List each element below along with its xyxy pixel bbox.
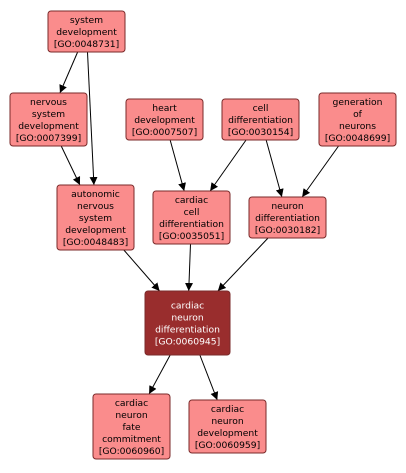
edge-nervous_system_development-to-autonomic_nervous_system_development	[60, 145, 81, 186]
node-box	[318, 92, 397, 147]
node-label-line: development	[65, 225, 126, 236]
edge-neuron_differentiation-to-cardiac_neuron_differentiation	[217, 237, 269, 292]
edge-line	[185, 243, 194, 292]
node-label-line: nervous	[30, 97, 67, 108]
edge-line	[59, 51, 79, 94]
node-go-id: [GO:0048731]	[54, 39, 119, 50]
edge-line	[199, 354, 219, 401]
node-go-id: [GO:0048699]	[325, 133, 390, 144]
edge-autonomic_nervous_system_development-to-cardiac_neuron_differentiation	[123, 249, 160, 292]
node-label-line: development	[18, 121, 79, 132]
edge-line	[265, 139, 284, 198]
edge-line	[209, 139, 247, 192]
node-go-id: [GO:0035051]	[159, 231, 224, 242]
node-label-line: heart	[152, 103, 177, 114]
edge-line	[169, 139, 186, 192]
node-go-id: [GO:0060959]	[195, 440, 260, 451]
node-label-line: development	[56, 27, 117, 38]
node-label-line: differentiation	[228, 115, 293, 126]
node-go-id: [GO:0007399]	[16, 133, 81, 144]
node-label-line: cardiac	[171, 300, 204, 311]
edge-cardiac_neuron_differentiation-to-cardiac_neuron_fate_commitment	[148, 354, 171, 395]
node-go-id: [GO:0007507]	[132, 127, 197, 138]
node-label-line: cell	[184, 207, 200, 218]
edge-cell_differentiation-to-neuron_differentiation	[265, 139, 284, 198]
node-box	[248, 196, 327, 239]
node-label-line: cell	[253, 103, 269, 114]
node-box	[152, 190, 231, 245]
node-label-line: development	[134, 115, 195, 126]
node-label-line: autonomic	[71, 189, 120, 200]
node-label-line: differentiation	[155, 324, 220, 335]
node-box	[188, 399, 267, 454]
node-label-line: system	[32, 109, 65, 120]
node-go-id: [GO:0030154]	[228, 127, 293, 138]
node-label-line: of	[353, 109, 363, 120]
nodes-layer: systemdevelopment[GO:0048731]nervoussyst…	[9, 10, 397, 460]
node-label-line: cardiac	[115, 398, 148, 409]
node-box	[47, 10, 126, 53]
edge-line	[86, 51, 98, 186]
node-label-line: differentiation	[159, 219, 224, 230]
node-label-line: nervous	[77, 201, 114, 212]
node-go-id: [GO:0030182]	[255, 225, 320, 236]
edge-system_development-to-autonomic_nervous_system_development	[86, 51, 98, 186]
edge-heart_development-to-cardiac_cell_differentiation	[169, 139, 186, 192]
node-box	[9, 92, 88, 147]
node-autonomic-nervous-system-development[interactable]: autonomicnervoussystemdevelopment[GO:004…	[56, 184, 135, 251]
edge-generation_of_neurons-to-neuron_differentiation	[301, 145, 339, 198]
edge-cardiac_cell_differentiation-to-cardiac_neuron_differentiation	[185, 243, 194, 292]
node-label-line: neurons	[339, 121, 376, 132]
node-box	[221, 98, 300, 141]
node-label-line: cardiac	[211, 404, 244, 415]
node-go-id: [GO:0048483]	[63, 237, 128, 248]
edge-line	[148, 354, 171, 395]
edge-cardiac_neuron_differentiation-to-cardiac_neuron_development	[199, 354, 219, 401]
node-label-line: differentiation	[255, 213, 320, 224]
node-label-line: commitment	[102, 434, 161, 445]
edge-line	[123, 249, 160, 292]
node-label-line: neuron	[211, 416, 243, 427]
node-go-id: [GO:0060960]	[99, 446, 164, 457]
edges-layer	[59, 51, 339, 401]
edge-line	[301, 145, 339, 198]
node-label-line: cardiac	[175, 195, 208, 206]
edge-cell_differentiation-to-cardiac_cell_differentiation	[209, 139, 247, 192]
node-box	[56, 184, 135, 251]
node-label-line: neuron	[271, 201, 303, 212]
node-box	[125, 98, 204, 141]
edge-system_development-to-nervous_system_development	[59, 51, 79, 94]
edge-line	[60, 145, 81, 186]
node-label-line: system	[79, 213, 112, 224]
node-box	[92, 393, 171, 460]
node-label-line: generation	[333, 97, 383, 108]
edge-line	[217, 237, 269, 292]
node-label-line: neuron	[171, 312, 203, 323]
node-label-line: development	[197, 428, 258, 439]
node-label-line: fate	[122, 422, 140, 433]
node-label-line: system	[70, 15, 103, 26]
node-go-id: [GO:0060945]	[155, 336, 220, 347]
node-box	[144, 290, 231, 356]
node-label-line: neuron	[115, 410, 147, 421]
